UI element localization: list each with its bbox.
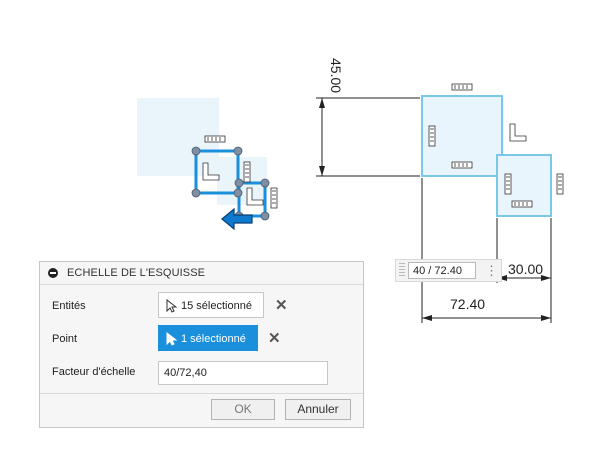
entities-selection-value: 15 sélectionné xyxy=(181,300,252,312)
dialog-footer-divider xyxy=(40,393,363,394)
scaled-sketch[interactable] xyxy=(137,98,278,231)
more-vertical-icon[interactable]: ⋮ xyxy=(485,263,498,278)
dim-vertical-label[interactable]: 45.00 xyxy=(328,58,344,93)
entities-selection-field[interactable]: 15 sélectionné xyxy=(158,292,264,318)
dimension-value-box[interactable]: ⋮ xyxy=(395,259,502,282)
dimension-value-input[interactable] xyxy=(408,262,476,279)
scale-factor-label: Facteur d'échelle xyxy=(52,366,136,378)
sketch-points[interactable] xyxy=(191,146,270,221)
dim-small-label[interactable]: 30.00 xyxy=(508,261,543,277)
dialog-header[interactable]: ECHELLE DE L'ESQUISSE xyxy=(40,262,363,285)
point-selection-value: 1 sélectionné xyxy=(181,333,246,345)
dim-total-label[interactable]: 72.40 xyxy=(450,296,485,312)
dialog-title: ECHELLE DE L'ESQUISSE xyxy=(67,267,206,279)
clear-entities-icon[interactable]: ✕ xyxy=(275,297,288,314)
selected-rect-large[interactable] xyxy=(194,149,240,195)
reference-sketch[interactable]: 45.00 30.00 72.40 xyxy=(316,58,564,323)
drag-handle[interactable] xyxy=(399,263,405,278)
collapse-icon[interactable] xyxy=(48,268,58,278)
cursor-icon xyxy=(166,332,177,346)
scale-point-arrow-icon xyxy=(221,207,253,231)
clear-point-icon[interactable]: ✕ xyxy=(268,330,281,347)
sketch-scale-dialog: ECHELLE DE L'ESQUISSE Entités 15 sélecti… xyxy=(39,261,364,428)
ok-button[interactable]: OK xyxy=(211,399,275,420)
entities-label: Entités xyxy=(52,300,86,312)
scale-factor-input[interactable] xyxy=(158,361,328,385)
cancel-button[interactable]: Annuler xyxy=(285,399,351,420)
point-label: Point xyxy=(52,333,78,345)
point-selection-field[interactable]: 1 sélectionné xyxy=(158,325,258,351)
cursor-icon xyxy=(166,299,177,313)
